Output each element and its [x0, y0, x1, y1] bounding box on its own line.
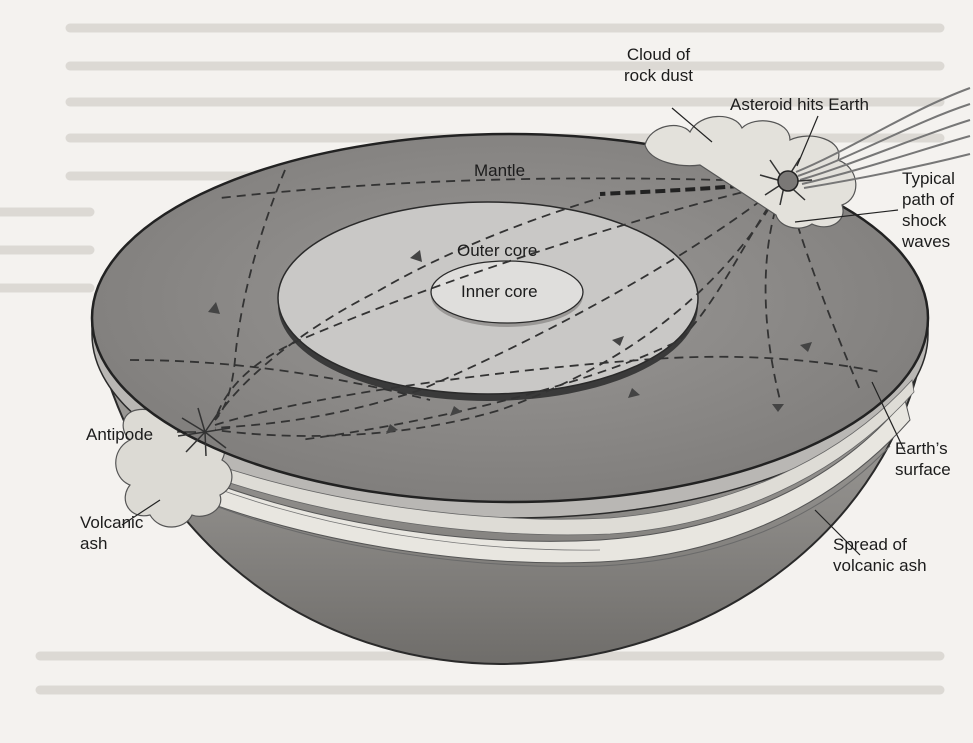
typical-path-of-shock-waves-label: Typical path of shock waves	[902, 168, 955, 252]
outer-core-label: Outer core	[457, 240, 537, 261]
spread-of-volcanic-ash-label: Spread of volcanic ash	[833, 534, 927, 576]
asteroid-hits-earth-label: Asteroid hits Earth	[730, 94, 869, 115]
earths-surface-label: Earth’s surface	[895, 438, 951, 480]
mantle-label: Mantle	[474, 160, 525, 181]
inner-core-label: Inner core	[461, 281, 538, 302]
cloud-of-rock-dust-label: Cloud of rock dust	[624, 44, 693, 86]
antipode-label: Antipode	[86, 424, 153, 445]
volcanic-ash-label: Volcanic ash	[80, 512, 143, 554]
asteroid-icon	[778, 171, 798, 191]
